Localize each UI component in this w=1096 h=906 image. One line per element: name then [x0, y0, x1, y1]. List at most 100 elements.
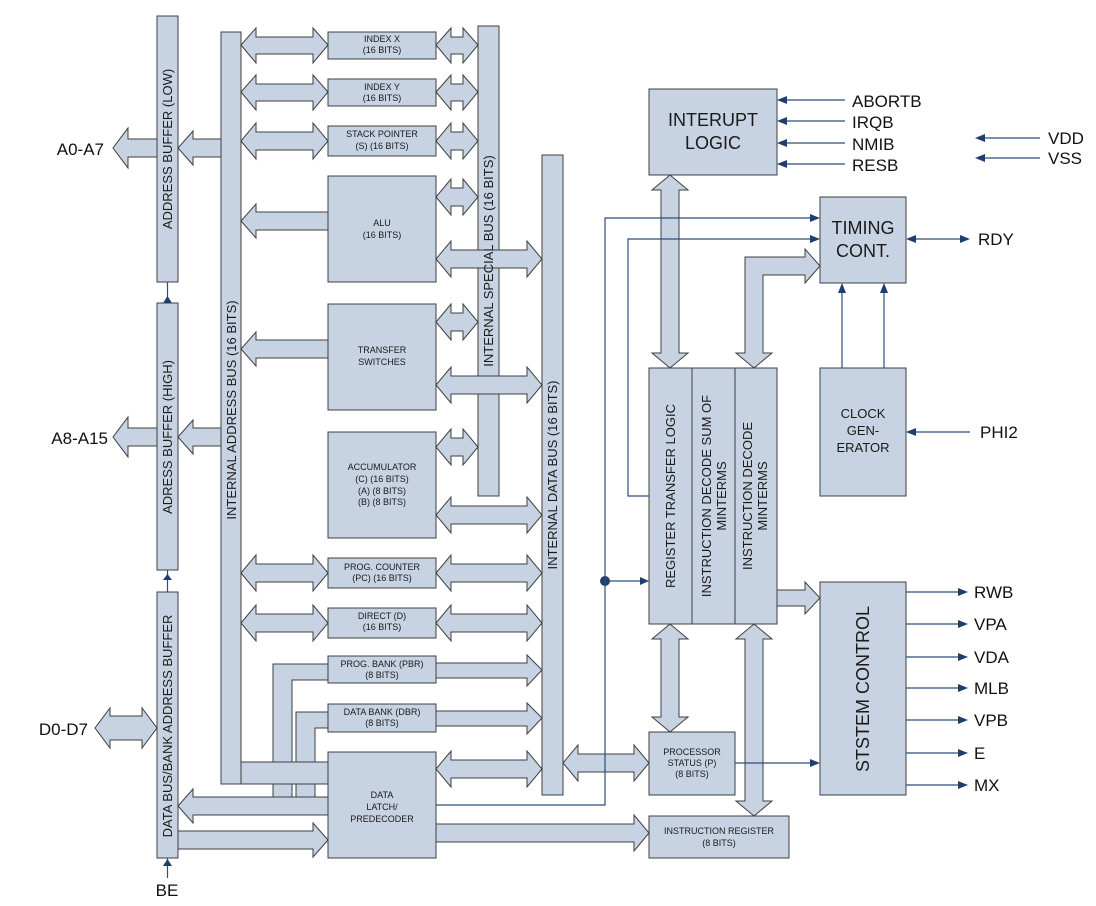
vpb-label: VPB [974, 711, 1008, 730]
internal-address-bus-label: INTERNAL ADDRESS BUS (16 BITS) [224, 300, 239, 519]
data-bus-arrow [435, 365, 543, 405]
instr-decode-sum-label-1: INSTRUCTION DECODE SUM OF [699, 395, 714, 597]
accumulator-label-3: (A) (8 BITS) [358, 486, 406, 496]
special-bus-arrow [435, 121, 479, 161]
bus-arrow [240, 603, 329, 643]
transfer-switches-block [327, 303, 437, 411]
node-to-latch-line [436, 581, 606, 806]
accumulator-label-2: (C) (16 BITS) [355, 474, 409, 484]
data-bus-buffer-label: DATA BUS/BANK ADDRESS BUFFER [160, 615, 175, 838]
data-bank-block [327, 703, 437, 733]
node-to-timing-head [810, 214, 820, 222]
instr-decode-sum-label-2: MINTERMS [714, 461, 729, 531]
prog-counter-label-2: (PC) (16 BITS) [352, 573, 412, 583]
data-bus-arrow [435, 495, 543, 535]
rdy-head-right [960, 235, 970, 243]
bus-arrow [240, 121, 329, 161]
data-latch-block [327, 751, 437, 859]
rwb-head [958, 588, 968, 596]
interrupt-logic-label-1: INTERUPT [668, 110, 758, 130]
special-bus-arrow [435, 177, 479, 217]
internal-data-bus [541, 154, 564, 796]
status-to-system-control-head [810, 759, 820, 767]
alu-block [327, 175, 437, 283]
transfer-switches-label-1: TRANSFER [358, 345, 407, 355]
irqb-label: IRQB [852, 113, 894, 132]
e-label: E [974, 744, 985, 763]
direct-block [327, 607, 437, 639]
clock-generator-label-3: ERATOR [837, 440, 890, 455]
data-latch-label-2: LATCH/ [366, 802, 398, 812]
processor-status-block [648, 731, 736, 796]
processor-status-label-3: (8 BITS) [675, 769, 709, 779]
decode-to-ireg-arrow [734, 623, 774, 817]
vda-head [958, 653, 968, 661]
bus-arrow [240, 73, 329, 112]
rtl-to-timing-head [810, 235, 820, 243]
stack-pointer-label-2: (S) (16 BITS) [355, 141, 408, 151]
direct-label-2: (16 BITS) [363, 622, 402, 632]
data-bus-arrow [435, 239, 543, 279]
data-bank-label-2: (8 BITS) [365, 718, 399, 728]
rdy-head-left [906, 235, 916, 243]
resb-label: RESB [852, 156, 898, 175]
accumulator-label-4: (B) (8 BITS) [358, 497, 406, 507]
rdy-label: RDY [978, 230, 1014, 249]
alu-label-1: ALU [373, 218, 391, 228]
bus-arrow [240, 202, 329, 240]
addr-bus-to-buffer-high [177, 418, 222, 456]
register-transfer-logic-block [648, 367, 693, 625]
mlb-head [958, 684, 968, 692]
latch-to-instruction-register [435, 813, 650, 853]
index-y-label-2: (16 BITS) [363, 93, 402, 103]
bus-arrow [240, 553, 329, 593]
special-bus-arrow [435, 73, 479, 112]
data-bus-arrow [435, 603, 543, 643]
decode-to-system-control-arrow [776, 580, 821, 616]
data-bus-arrow [435, 749, 543, 789]
vss-label: VSS [1048, 149, 1082, 168]
prog-bank-label-1: PROG. BANK (PBR) [340, 659, 423, 669]
vda-label: VDA [974, 648, 1010, 667]
prog-bank-label-2: (8 BITS) [365, 670, 399, 680]
node-to-rtl-head [640, 577, 649, 585]
mlb-label: MLB [974, 679, 1009, 698]
timing-control-label-2: CONT. [836, 241, 890, 261]
abortb-head [777, 96, 787, 104]
interrupt-logic-block [648, 88, 778, 176]
transfer-switches-label-2: SWITCHES [358, 357, 406, 367]
address-buffer-high-label: ADRESS BUFFER (HIGH) [160, 360, 175, 514]
alu-label-2: (16 BITS) [363, 230, 402, 240]
prog-counter-block [327, 557, 437, 589]
mx-head [958, 781, 968, 789]
nmib-head [777, 139, 787, 147]
irqb-head [777, 117, 787, 125]
rtl-to-timing-line [627, 238, 810, 497]
phi2-label: PHI2 [980, 423, 1018, 442]
abortb-label: ABORTB [852, 92, 922, 111]
nmib-label: NMIB [852, 135, 895, 154]
timing-control-block [819, 196, 907, 284]
stack-pointer-block [327, 125, 437, 157]
be-arrow-head [163, 859, 172, 866]
d0-d7-arrow [94, 706, 158, 750]
node-to-timing-line [604, 217, 810, 581]
e-head [958, 749, 968, 757]
clock-to-timing-head-1 [838, 283, 846, 293]
data-latch-label-3: PREDECODER [350, 814, 414, 824]
interrupt-logic-label-2: LOGIC [685, 133, 741, 153]
instr-decode-min-label-1: INSTRUCTION DECODE [740, 422, 755, 570]
rtl-to-status-arrow [650, 623, 690, 733]
bus-arrow [240, 26, 329, 65]
mx-label: MX [974, 776, 1000, 795]
instruction-register-label-1: INSTRUCTION REGISTER [664, 826, 775, 836]
rwb-label: RWB [974, 583, 1013, 602]
clock-generator-label-1: CLOCK [841, 406, 886, 421]
vss-head [975, 154, 985, 162]
addr-bus-to-latch [240, 761, 329, 785]
interrupt-to-rtl-arrow [650, 174, 690, 369]
vpa-label: VPA [974, 615, 1007, 634]
bus-arrow [240, 330, 329, 368]
data-bus-arrow [435, 701, 543, 736]
